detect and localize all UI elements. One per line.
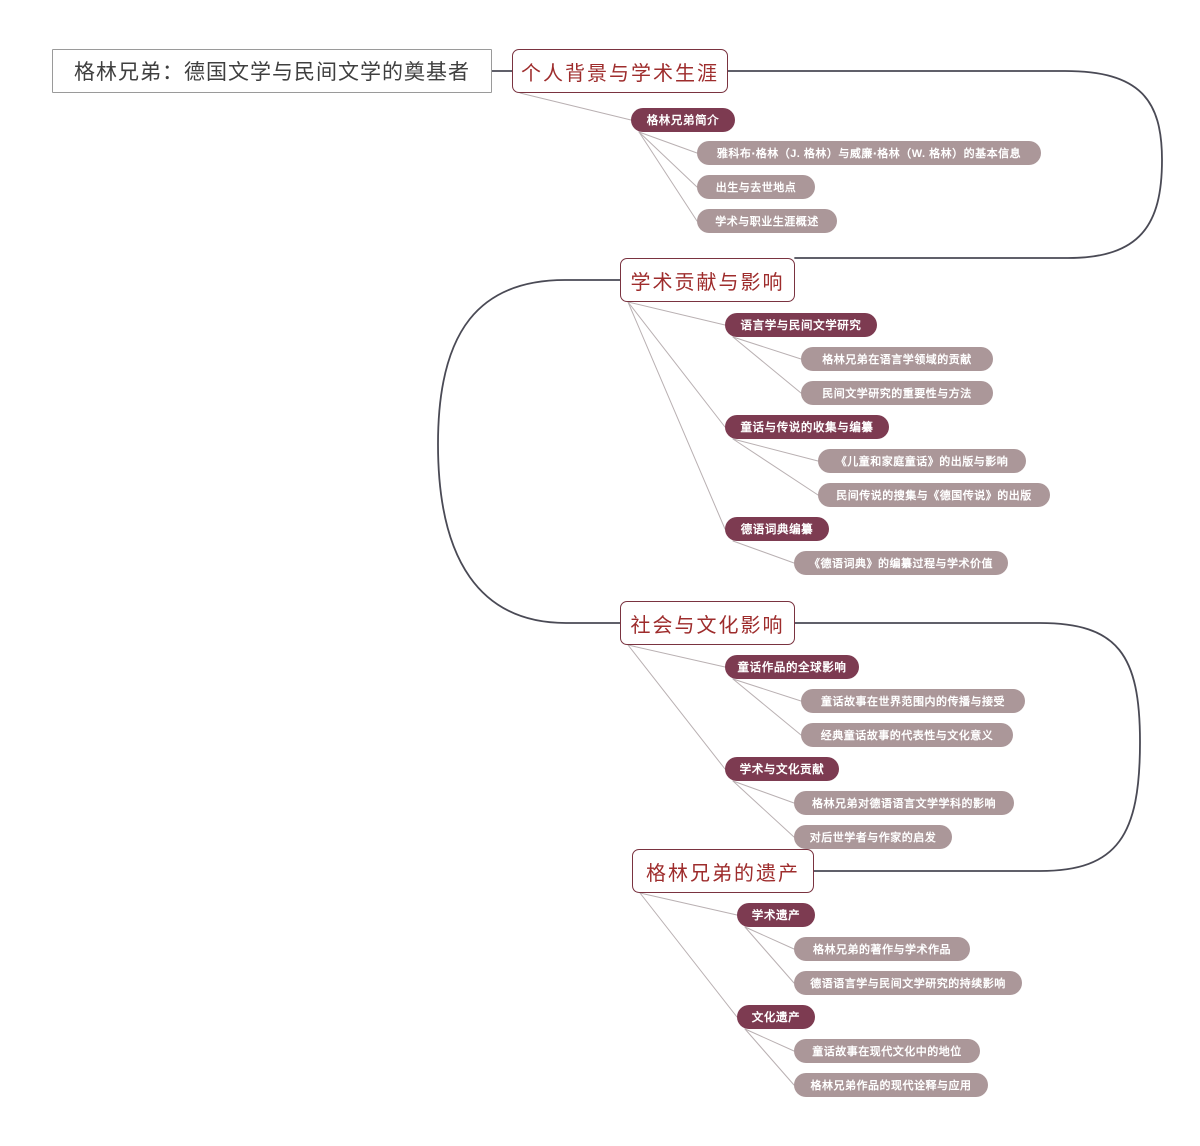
branch-personal-background[interactable]: 个人背景与学术生涯 bbox=[512, 49, 728, 93]
node-folklore-importance-method[interactable]: 民间文学研究的重要性与方法 bbox=[801, 381, 993, 405]
link-node-academic-legacy-node-grimm-works bbox=[744, 926, 795, 950]
link-branch-academic-contribution-node-linguistics-folklore-research bbox=[627, 301, 726, 326]
node-classic-tales-meaning[interactable]: 经典童话故事的代表性与文化意义 bbox=[801, 723, 1013, 747]
node-linguistics-folklore-research[interactable]: 语言学与民间文学研究 bbox=[725, 313, 877, 337]
link-node-grimm-intro-node-academic-career-overview bbox=[638, 131, 698, 222]
node-academic-cultural-contribution[interactable]: 学术与文化贡献 bbox=[725, 757, 839, 781]
node-modern-interpretation[interactable]: 格林兄弟作品的现代诠释与应用 bbox=[794, 1073, 988, 1097]
link-node-academic-legacy-node-lasting-influence-research bbox=[744, 926, 795, 984]
link-node-german-dictionary-node-dictionary-process-value bbox=[732, 540, 795, 564]
link-branch-personal-background-node-grimm-intro bbox=[519, 92, 632, 121]
node-birth-death-places[interactable]: 出生与去世地点 bbox=[697, 175, 815, 199]
node-kinder-hausmarchen[interactable]: 《儿童和家庭童话》的出版与影响 bbox=[818, 449, 1026, 473]
node-cultural-legacy[interactable]: 文化遗产 bbox=[737, 1005, 815, 1029]
link-node-fairytale-legend-collection-node-german-legends bbox=[732, 438, 819, 496]
link-branch-grimm-legacy-node-academic-legacy bbox=[639, 892, 738, 916]
link-node-grimm-intro-node-jacob-wilhelm-info bbox=[638, 131, 698, 154]
link-branch-social-cultural-impact-node-academic-cultural-contribution bbox=[627, 644, 726, 770]
node-dictionary-process-value[interactable]: 《德语词典》的编纂过程与学术价值 bbox=[794, 551, 1008, 575]
node-grimm-works[interactable]: 格林兄弟的著作与学术作品 bbox=[794, 937, 970, 961]
link-node-cultural-legacy-node-tales-modern-culture bbox=[744, 1028, 795, 1052]
link-branch-academic-contribution-node-german-dictionary bbox=[627, 301, 726, 530]
spine-branch2-loop bbox=[437, 279, 621, 624]
branch-academic-contribution[interactable]: 学术贡献与影响 bbox=[620, 258, 795, 302]
link-node-global-fairytale-impact-node-classic-tales-meaning bbox=[732, 678, 802, 736]
node-tales-modern-culture[interactable]: 童话故事在现代文化中的地位 bbox=[794, 1039, 980, 1063]
link-node-global-fairytale-impact-node-worldwide-spread bbox=[732, 678, 802, 702]
link-node-linguistics-folklore-research-node-folklore-importance-method bbox=[732, 336, 802, 394]
link-node-academic-cultural-contribution-node-german-philology-impact bbox=[732, 780, 795, 804]
node-fairytale-legend-collection[interactable]: 童话与传说的收集与编纂 bbox=[725, 415, 889, 439]
node-academic-career-overview[interactable]: 学术与职业生涯概述 bbox=[697, 209, 837, 233]
link-node-fairytale-legend-collection-node-kinder-hausmarchen bbox=[732, 438, 819, 462]
root-node[interactable]: 格林兄弟：德国文学与民间文学的奠基者 bbox=[52, 49, 492, 93]
node-inspiration-later-scholars[interactable]: 对后世学者与作家的启发 bbox=[794, 825, 952, 849]
node-grimm-intro[interactable]: 格林兄弟简介 bbox=[631, 108, 735, 132]
node-academic-legacy[interactable]: 学术遗产 bbox=[737, 903, 815, 927]
link-branch-social-cultural-impact-node-global-fairytale-impact bbox=[627, 644, 726, 668]
link-branch-academic-contribution-node-fairytale-legend-collection bbox=[627, 301, 726, 428]
node-lasting-influence-research[interactable]: 德语语言学与民间文学研究的持续影响 bbox=[794, 971, 1022, 995]
node-linguistics-contribution[interactable]: 格林兄弟在语言学领域的贡献 bbox=[801, 347, 993, 371]
link-node-academic-cultural-contribution-node-inspiration-later-scholars bbox=[732, 780, 795, 838]
branch-social-cultural-impact[interactable]: 社会与文化影响 bbox=[620, 601, 795, 645]
node-jacob-wilhelm-info[interactable]: 雅科布‧格林（J. 格林）与威廉‧格林（W. 格林）的基本信息 bbox=[697, 141, 1041, 165]
node-worldwide-spread[interactable]: 童话故事在世界范围内的传播与接受 bbox=[801, 689, 1025, 713]
node-global-fairytale-impact[interactable]: 童话作品的全球影响 bbox=[725, 655, 859, 679]
node-german-philology-impact[interactable]: 格林兄弟对德语语言文学学科的影响 bbox=[794, 791, 1014, 815]
node-german-dictionary[interactable]: 德语词典编纂 bbox=[725, 517, 829, 541]
link-node-cultural-legacy-node-modern-interpretation bbox=[744, 1028, 795, 1086]
link-node-linguistics-folklore-research-node-linguistics-contribution bbox=[732, 336, 802, 360]
node-german-legends[interactable]: 民间传说的搜集与《德国传说》的出版 bbox=[818, 483, 1050, 507]
link-branch-grimm-legacy-node-cultural-legacy bbox=[639, 892, 738, 1018]
branch-grimm-legacy[interactable]: 格林兄弟的遗产 bbox=[632, 849, 814, 893]
link-node-grimm-intro-node-birth-death-places bbox=[638, 131, 698, 188]
